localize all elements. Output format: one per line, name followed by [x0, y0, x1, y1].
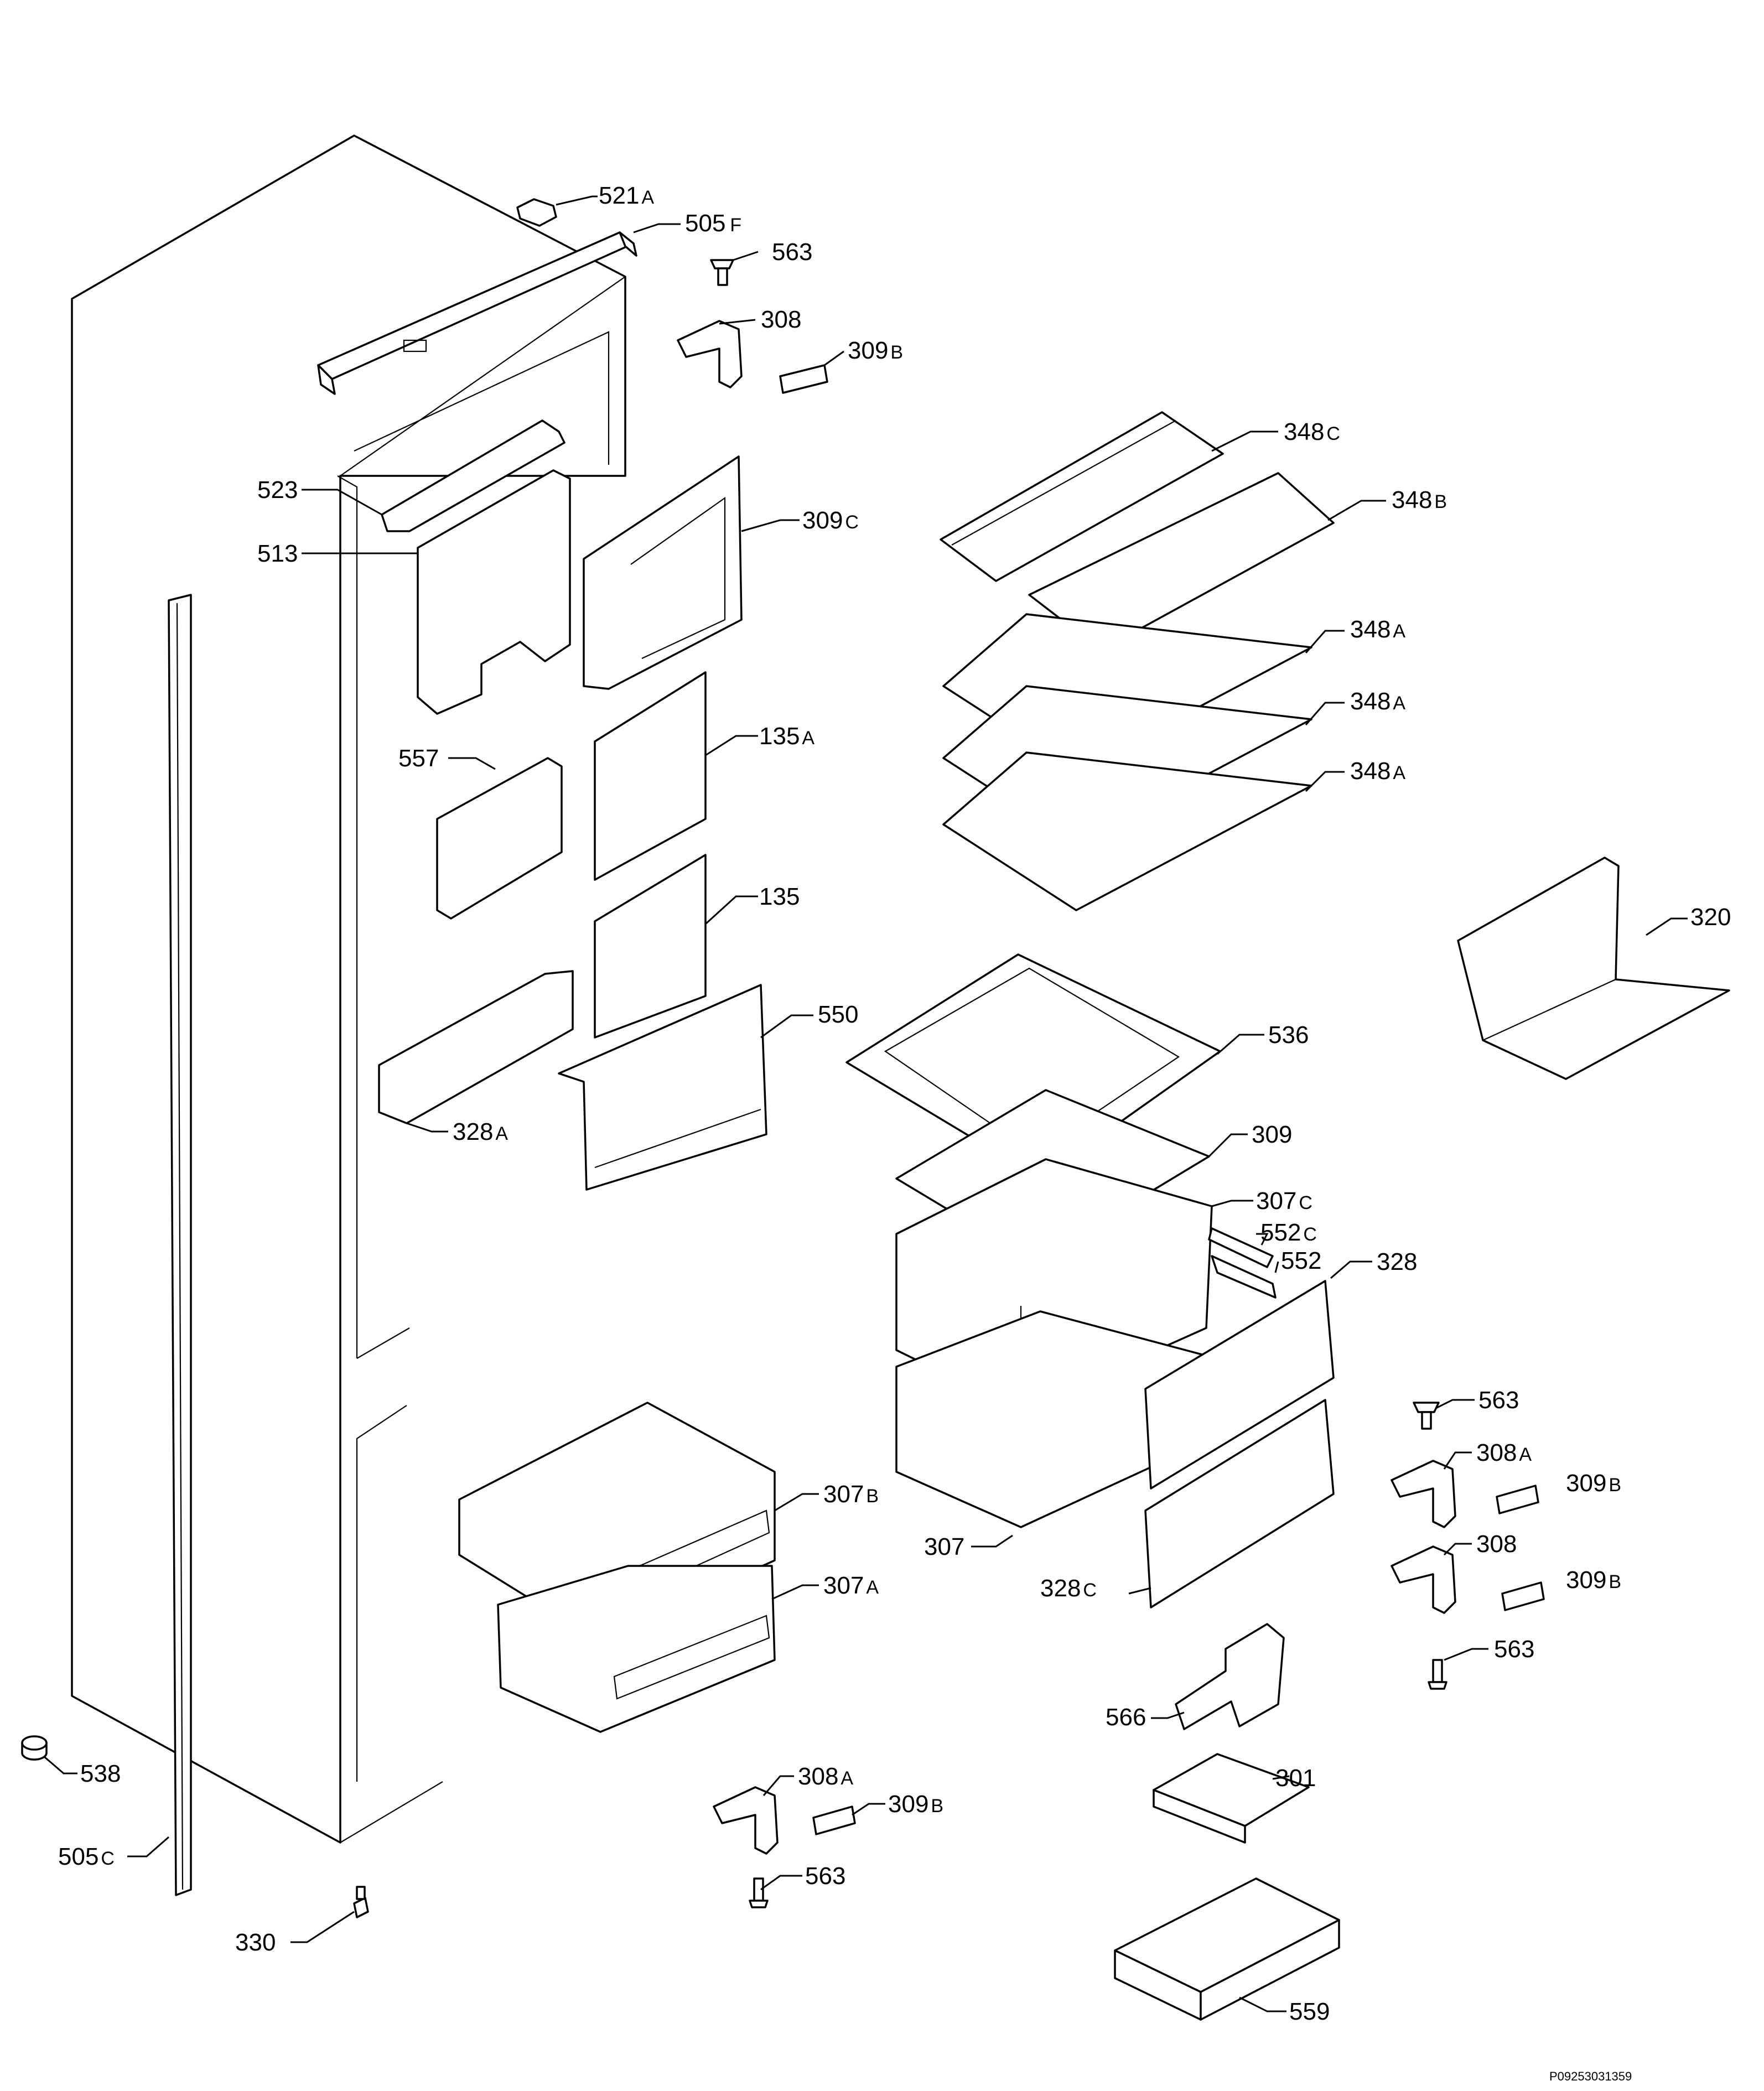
part-328-drawer-front [1144, 1280, 1335, 1490]
part-328c-drawer-front [1144, 1399, 1335, 1609]
label-566: 566 [1106, 1704, 1146, 1731]
part-308-right-hinge [1391, 1545, 1456, 1614]
label-309: 309 [1252, 1121, 1292, 1148]
part-301-ice-tray [1153, 1753, 1310, 1844]
part-563-right2-screw [1428, 1659, 1447, 1690]
label-563-bottom: 563 [805, 1862, 845, 1890]
part-557-panel [436, 757, 563, 920]
part-330-screw [353, 1886, 369, 1918]
part-552-rail [1211, 1255, 1277, 1299]
part-523-bracket [381, 419, 565, 532]
label-557: 557 [398, 745, 439, 772]
part-348c-shelf [940, 411, 1224, 582]
part-559-bin [1114, 1877, 1340, 2021]
part-309c-vent-cover [583, 455, 743, 690]
label-559: 559 [1289, 1998, 1330, 2025]
part-135-cover [594, 854, 707, 1039]
part-135a-cover [594, 671, 707, 881]
reference-code: P09253031359 [1549, 2069, 1632, 2083]
part-309b-bottom-cover [812, 1805, 856, 1835]
label-328: 328 [1377, 1248, 1417, 1275]
label-523: 523 [257, 476, 298, 504]
part-563-top-clip [710, 259, 734, 286]
part-309b-right-cover-1 [1496, 1485, 1539, 1514]
label-308-right: 308 [1476, 1530, 1517, 1558]
part-550-rear-panel [558, 984, 767, 1191]
part-309b-top-cover [779, 364, 828, 394]
part-563-right-clip [1413, 1402, 1440, 1430]
part-552c-rail [1208, 1227, 1274, 1268]
part-521a-cap [516, 198, 557, 227]
part-307a-crisper [497, 1565, 776, 1733]
label-135: 135 [759, 883, 800, 910]
label-330: 330 [235, 1929, 276, 1956]
label-563-right2: 563 [1494, 1636, 1534, 1663]
part-513-housing [417, 469, 571, 715]
part-566-ice-scoop [1175, 1623, 1285, 1730]
label-301: 301 [1275, 1765, 1316, 1792]
label-320: 320 [1690, 904, 1731, 931]
part-308a-bottom-hinge [713, 1786, 779, 1855]
part-538-foot [21, 1735, 48, 1761]
label-307: 307 [924, 1533, 964, 1560]
label-538: 538 [80, 1760, 121, 1787]
label-536: 536 [1268, 1021, 1309, 1049]
part-308a-right-hinge [1391, 1460, 1456, 1528]
part-563-bottom-screw [749, 1877, 769, 1908]
label-552: 552 [1281, 1247, 1321, 1274]
label-563-top: 563 [772, 238, 812, 266]
label-513: 513 [257, 540, 298, 567]
part-505f-top-trim [317, 231, 637, 395]
part-309b-right-cover-2 [1501, 1581, 1545, 1611]
label-563-right: 563 [1478, 1387, 1519, 1414]
part-320-wire-basket [1457, 857, 1730, 1080]
label-308-top: 308 [761, 306, 801, 333]
leader-lines [44, 195, 1688, 2012]
label-550: 550 [818, 1001, 858, 1028]
part-328a-shelf [378, 970, 574, 1124]
door-gasket-505c [168, 594, 192, 1896]
part-308-top-hinge [677, 320, 743, 388]
part-348a-shelf-3 [942, 751, 1312, 911]
